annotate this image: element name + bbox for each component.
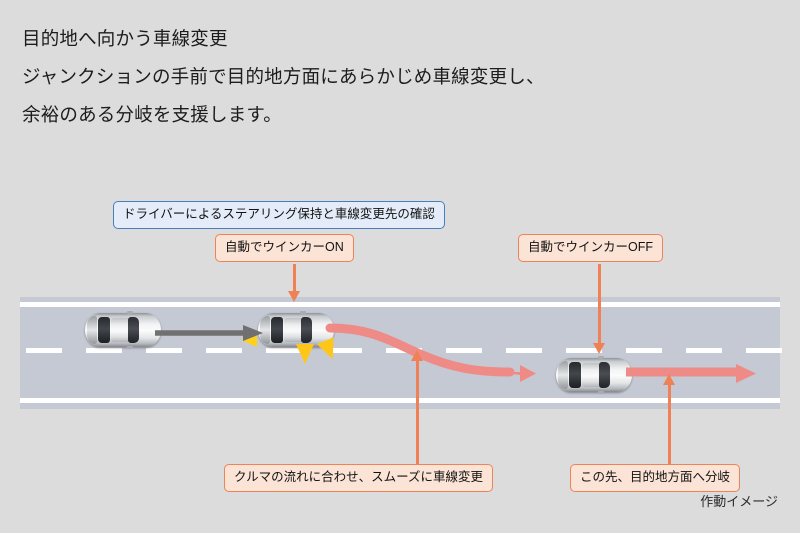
car-mirror-left	[598, 356, 604, 359]
road-edge-line-top	[20, 302, 780, 307]
car-roof	[111, 318, 132, 342]
connector-blinker-off	[598, 264, 601, 345]
heading-block: 目的地へ向かう車線変更 ジャンクションの手前で目的地方面にあらかじめ車線変更し、…	[22, 20, 762, 134]
pink-lane-change-path	[325, 323, 756, 383]
car-roof	[284, 318, 305, 342]
connector-blinker-on-arrowhead	[287, 291, 300, 302]
lane-dash	[626, 348, 662, 353]
car-windshield	[301, 317, 312, 343]
car-mirror-right	[598, 391, 604, 394]
lane-dash	[506, 348, 542, 353]
operation-image-caption: 作動イメージ	[700, 494, 778, 509]
heading-description-line-1: ジャンクションの手前で目的地方面にあらかじめ車線変更し、	[22, 66, 545, 87]
lane-dash	[326, 348, 362, 353]
lane-dash	[266, 348, 302, 353]
lane-dash	[146, 348, 182, 353]
connector-blinker-off-arrowhead	[592, 343, 605, 354]
heading-description-line-2: 余裕のある分岐を支援します。	[22, 104, 282, 125]
label-driver-confirm[interactable]: ドライバーによるステアリング保持と車線変更先の確認	[113, 201, 445, 229]
car-windshield	[599, 362, 610, 388]
heading-title: 目的地へ向かう車線変更	[22, 28, 228, 49]
lane-dash	[566, 348, 602, 353]
connector-branch-ahead-arrowhead	[662, 374, 675, 385]
label-blinker-on[interactable]: 自動でウインカーON	[215, 234, 354, 262]
lane-dash	[686, 348, 722, 353]
car-mirror-right	[127, 346, 133, 349]
car-start-left-lane	[85, 311, 161, 349]
car-rear-end	[87, 316, 97, 344]
car-windshield	[128, 317, 139, 343]
gray-motion-arrow	[155, 325, 263, 341]
lane-dash	[26, 348, 62, 353]
label-blinker-off[interactable]: 自動でウインカーOFF	[518, 234, 663, 262]
lane-dash	[746, 348, 782, 353]
car-rear-window	[271, 317, 283, 343]
lane-dash	[206, 348, 242, 353]
car-rear-end	[260, 316, 270, 344]
connector-blinker-on	[293, 264, 296, 293]
car-mirror-left	[127, 311, 133, 314]
car-signaling-lane-change	[241, 311, 342, 364]
turn-signal-rear-left-outer-icon	[296, 344, 314, 364]
car-rear-window	[569, 362, 581, 388]
label-branch-ahead[interactable]: この先、目的地方面へ分岐	[570, 464, 741, 492]
car-roof	[582, 363, 603, 387]
car-rear-end	[558, 361, 568, 389]
connector-smooth-change-arrowhead	[410, 350, 423, 361]
car-mirror-left	[300, 311, 306, 314]
connector-smooth-change	[416, 358, 419, 465]
lane-dash	[446, 348, 482, 353]
label-smooth-lane-change[interactable]: クルマの流れに合わせ、スムーズに車線変更	[224, 464, 494, 492]
road-edge-line-bottom	[20, 398, 780, 403]
connector-branch-ahead	[668, 382, 671, 465]
lane-dash	[86, 348, 122, 353]
car-rear-window	[98, 317, 110, 343]
car-merged-right-lane	[556, 356, 632, 394]
